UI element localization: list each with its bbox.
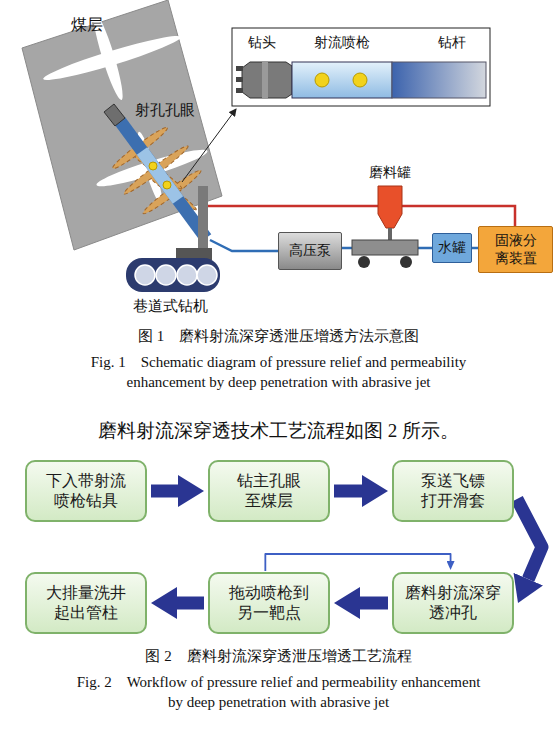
feed-line (210, 240, 278, 251)
inset-detail (236, 77, 243, 82)
process-box: 下入带射流喷枪钻具 (25, 460, 147, 522)
inset-detail (262, 62, 268, 98)
box-text: 下入带射流喷枪钻具 (44, 471, 128, 511)
coal-seam (22, 0, 222, 250)
figure-caption: Fig. 1 Schematic diagram of pressure rel… (53, 352, 504, 393)
inset-detail (236, 66, 243, 71)
tank-box: 水罐 (432, 233, 472, 263)
part-label: 钻头 (242, 33, 282, 52)
figure-caption: Fig. 2 Workflow of pressure relief and p… (68, 672, 489, 713)
part-label: 巷道式钻机 (110, 296, 230, 316)
inset-detail (232, 28, 490, 106)
box-text: 拖动喷枪到另一靶点 (227, 583, 311, 623)
box-text: 固液分离装置 (493, 232, 538, 267)
box-text: 泵送飞镖打开滑套 (418, 471, 488, 511)
perforation-tunnels (110, 124, 203, 216)
drilling-rig (198, 186, 208, 258)
figure-caption: 图 2 磨料射流深穿透泄压增透工艺流程 (10, 646, 547, 666)
abrasive-mixer (400, 256, 412, 268)
process-box: 拖动喷枪到另一靶点 (208, 572, 330, 634)
inset-detail (292, 62, 392, 98)
coal-seam (22, 0, 222, 250)
flow-arrow (177, 597, 204, 610)
box-text: 高压泵 (289, 242, 331, 260)
pump-box: 高压泵 (278, 232, 342, 270)
flow-arrow (151, 485, 178, 498)
process-box: 大排量洗井起出管柱 (25, 572, 147, 634)
return-line (208, 206, 515, 226)
inset-detail (353, 73, 367, 87)
part-label: 磨料罐 (358, 163, 422, 182)
drill-string (142, 151, 178, 200)
inset-detail (232, 28, 490, 106)
flow-arrow (517, 499, 542, 579)
process-box: 泵送飞镖打开滑套 (392, 460, 514, 522)
drilling-rig (135, 265, 155, 285)
drilling-rig (197, 265, 217, 285)
inset-detail (236, 88, 243, 93)
box-text: 大排量洗井起出管柱 (44, 583, 128, 623)
drilling-rig (156, 265, 176, 285)
abrasive-mixer (352, 186, 418, 268)
part-label: 射孔孔眼 (135, 100, 201, 120)
region-label: 煤层 (62, 14, 112, 36)
drill-string (120, 121, 206, 238)
drilling-rig (177, 265, 197, 285)
part-label: 钻杆 (424, 33, 480, 52)
process-box: 钻主孔眼至煤层 (208, 460, 330, 522)
leader-line (182, 109, 236, 182)
drill-string (163, 181, 171, 189)
inset-detail (392, 62, 486, 98)
box-text: 水罐 (438, 239, 466, 257)
drill-string (149, 162, 157, 170)
inset-detail (315, 73, 329, 87)
part-label: 射流喷枪 (305, 33, 379, 52)
separator-box: 固液分离装置 (478, 226, 553, 273)
drilling-rig (126, 258, 220, 292)
inset-detail (242, 62, 292, 98)
drilling-rig (126, 186, 220, 292)
body-text: 磨料射流深穿透技术工艺流程如图 2 所示。 (8, 418, 549, 444)
abrasive-mixer (378, 186, 402, 228)
abrasive-mixer (388, 228, 392, 240)
box-text: 磨料射流深穿透冲孔 (404, 583, 502, 623)
process-box: 磨料射流深穿透冲孔 (392, 572, 514, 634)
box-text: 钻主孔眼至煤层 (234, 471, 304, 511)
figure-caption: 图 1 磨料射流深穿透泄压增透方法示意图 (10, 326, 547, 346)
abrasive-mixer (352, 240, 418, 255)
loop-arrow (265, 554, 450, 571)
drill-string (104, 104, 125, 126)
flow-arrow (334, 485, 362, 498)
flow-arrow (360, 597, 388, 610)
abrasive-mixer (358, 256, 370, 268)
